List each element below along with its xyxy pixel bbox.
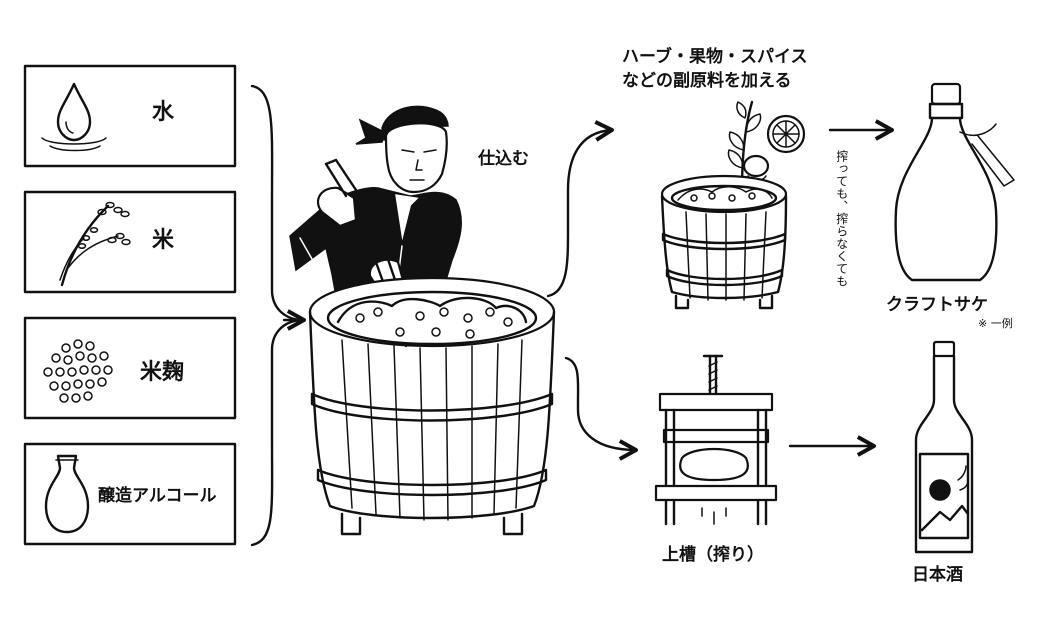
ingredient-koji-label: 米麹 [140, 360, 185, 385]
ingredients-bracket [250, 84, 302, 547]
ingredient-water-label: 水 [152, 100, 175, 125]
ingredient-alcohol-label: 醸造アルコール [98, 486, 217, 506]
craft-sake-label: クラフトサケ [886, 295, 988, 315]
ingredient-box-alcohol [23, 442, 237, 546]
additives-label-line1: ハーブ・果物・スパイス [622, 47, 808, 67]
rice-stalk-icon [59, 201, 131, 287]
additives-label-line2: などの副原料を加える [622, 71, 792, 91]
ingredient-box-koji [23, 316, 237, 420]
herbs-fruit-illustration [727, 100, 806, 192]
ingredient-box-rice [23, 190, 237, 294]
koji-grains-icon [43, 339, 113, 403]
small-tub-with-additives [660, 174, 788, 310]
arrow-to-press [564, 356, 638, 461]
water-drop-icon [41, 82, 107, 152]
tokkuri-bottle-icon [44, 454, 90, 534]
craft-sake-bottle [894, 82, 1015, 282]
step-brew-label: 仕込む [478, 149, 529, 169]
sake-press-illustration [654, 354, 778, 526]
press-label: 上槽（搾り） [662, 545, 764, 565]
arrow-to-small-tub [546, 120, 614, 298]
example-note: ※ 一例 [978, 317, 1013, 330]
large-brewing-tub [308, 276, 556, 536]
ingredient-box-water [23, 64, 237, 168]
nihonshu-bottle [914, 340, 974, 554]
press-optional-note: 搾っても、搾らなくても [834, 150, 849, 288]
nihonshu-label: 日本酒 [912, 565, 963, 585]
ingredient-rice-label: 米 [152, 228, 175, 253]
